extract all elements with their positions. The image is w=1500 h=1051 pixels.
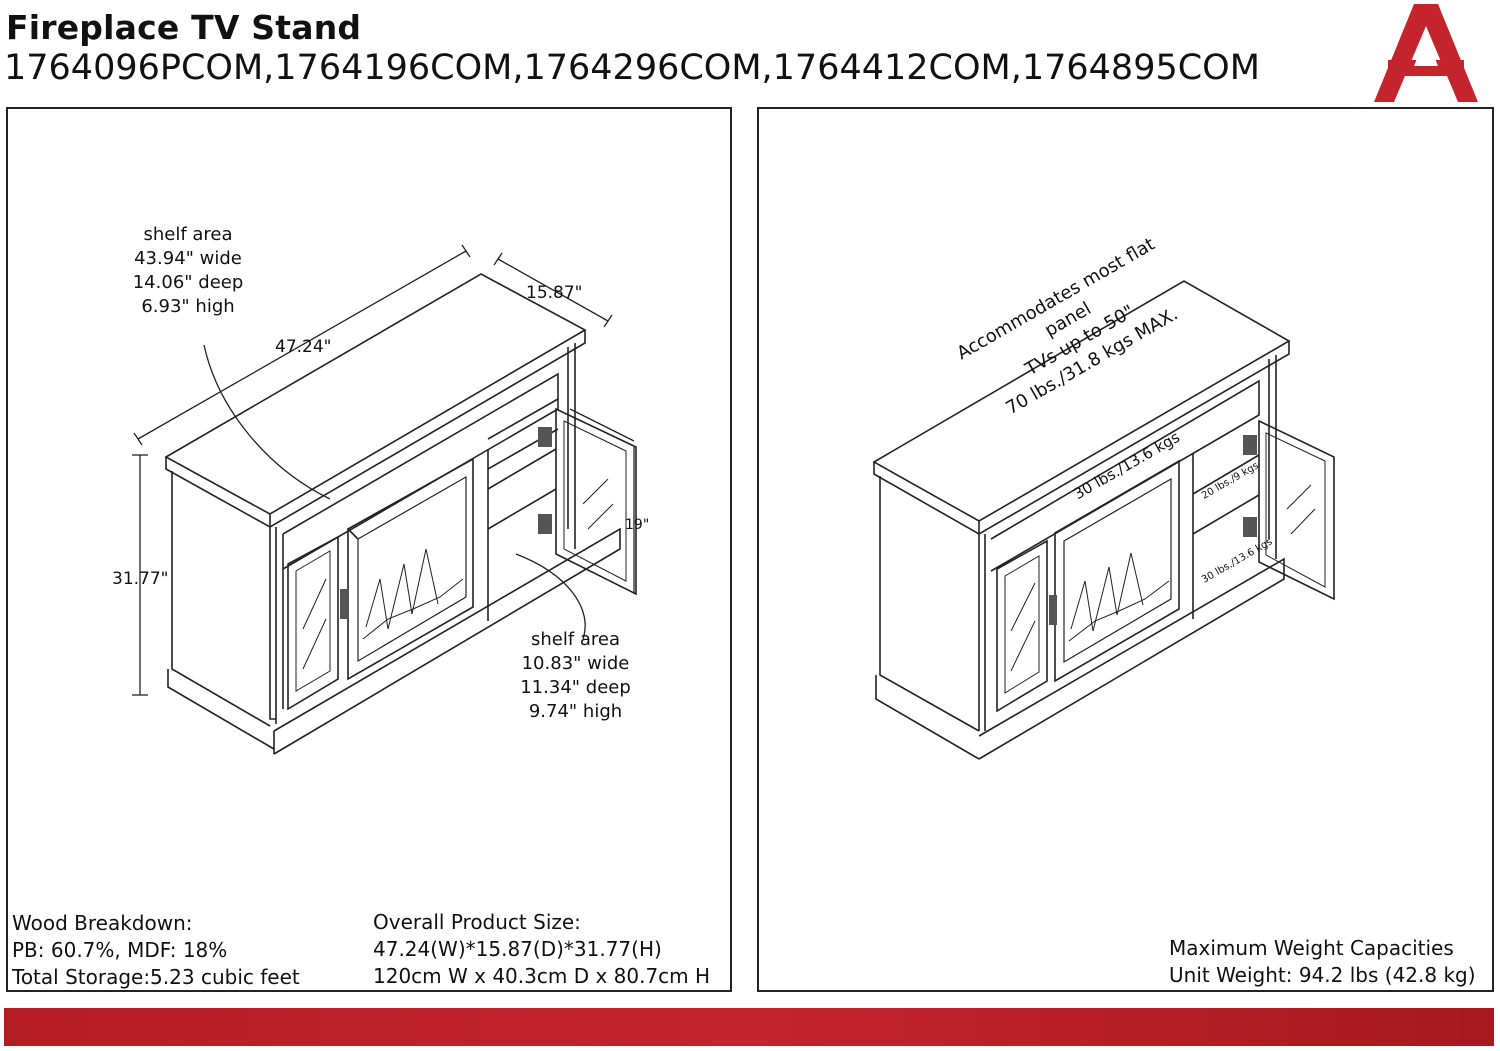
depth-dimension: 15.87" xyxy=(526,283,583,303)
dimensions-panel: shelf area 43.94" wide 14.06" deep 6.93"… xyxy=(6,107,732,992)
model-numbers: 1764096PCOM,1764196COM,1764296COM,176441… xyxy=(4,48,1260,88)
wood-breakdown-heading: Wood Breakdown: xyxy=(12,911,193,935)
side-shelf-width: 10.83" wide xyxy=(521,653,630,674)
max-weight-heading: Maximum Weight Capacities xyxy=(1169,936,1454,960)
top-shelf-height: 6.93" high xyxy=(141,296,235,317)
overall-size: Overall Product Size: 47.24(W)*15.87(D)*… xyxy=(373,909,710,990)
overall-size-heading: Overall Product Size: xyxy=(373,910,581,934)
tv-stand-dimension-drawing xyxy=(132,244,637,755)
side-shelf-depth: 11.34" deep xyxy=(520,677,631,698)
height-dimension: 31.77" xyxy=(112,569,169,589)
product-title: Fireplace TV Stand xyxy=(6,8,362,47)
top-shelf-depth: 14.06" deep xyxy=(132,272,244,293)
brand-logo xyxy=(1374,4,1478,102)
side-shelf-height: 9.74" high xyxy=(528,701,623,722)
weight-capacity-panel: Accommodates most flat panel TVs up to 5… xyxy=(757,107,1494,992)
top-shelf-area-label: shelf area 43.94" wide 14.06" deep 6.93"… xyxy=(128,223,248,319)
wood-composition: PB: 60.7%, MDF: 18% xyxy=(12,938,228,962)
width-dimension: 47.24" xyxy=(275,337,332,357)
side-shelf-area-label: shelf area 10.83" wide 11.34" deep 9.74"… xyxy=(513,628,638,724)
total-storage: Total Storage:5.23 cubic feet xyxy=(12,965,300,989)
weight-info: Maximum Weight Capacities Unit Weight: 9… xyxy=(1169,935,1476,989)
top-shelf-title: shelf area xyxy=(143,224,233,245)
unit-weight: Unit Weight: 94.2 lbs (42.8 kg) xyxy=(1169,963,1476,987)
overall-size-inches: 47.24(W)*15.87(D)*31.77(H) xyxy=(373,937,662,961)
side-shelf-title: shelf area xyxy=(530,629,621,650)
door-height-dimension: 19" xyxy=(625,517,650,533)
wood-breakdown: Wood Breakdown: PB: 60.7%, MDF: 18% Tota… xyxy=(12,910,300,991)
tv-stand-capacity-drawing xyxy=(872,280,1335,760)
top-shelf-width: 43.94" wide xyxy=(134,248,242,269)
footer-band xyxy=(4,1008,1494,1046)
overall-size-cm: 120cm W x 40.3cm D x 80.7cm H xyxy=(373,964,711,988)
